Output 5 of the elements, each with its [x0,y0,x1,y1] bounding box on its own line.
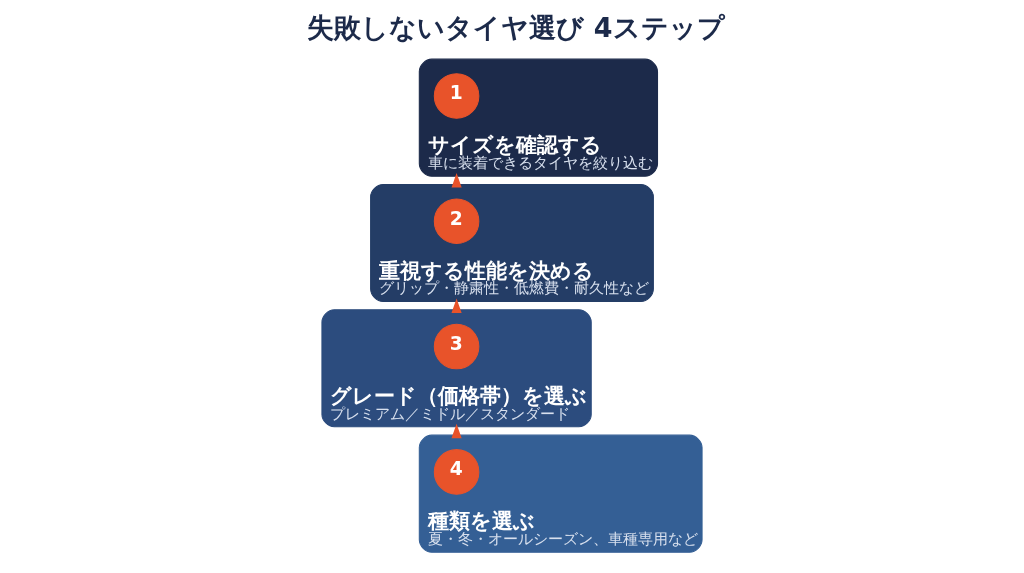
diagram-title: 失敗しないタイヤ選び 4ステップ [307,12,725,44]
node-circle: 1 [433,73,480,119]
node-circle: 3 [433,323,480,370]
node-circle: 2 [433,198,480,245]
node-circle: 4 [433,449,480,495]
